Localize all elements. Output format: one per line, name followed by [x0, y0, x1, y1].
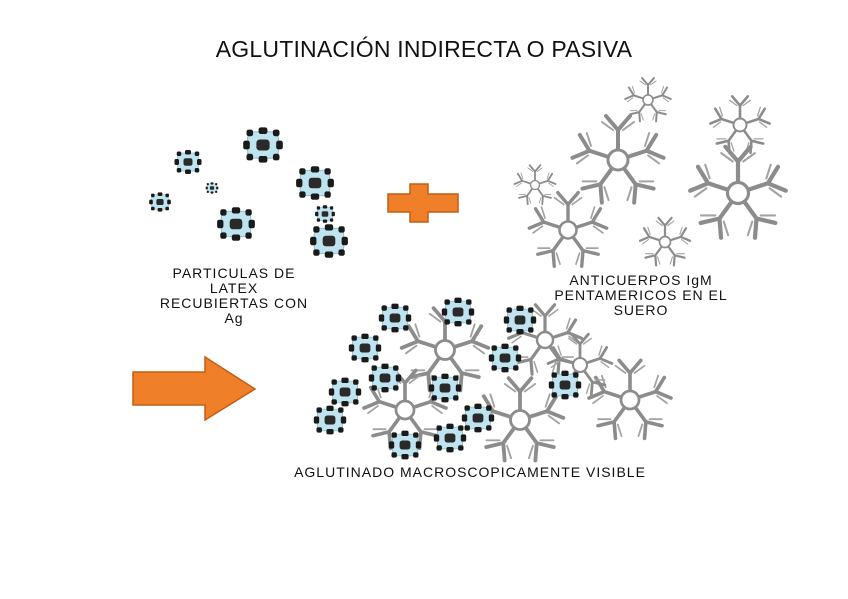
label-agglutinate: AGLUTINADO MACROSCOPICAMENTE VISIBLE — [294, 464, 646, 480]
agglutinate-group — [313, 297, 672, 463]
latex-particle-icon — [548, 370, 582, 400]
latex-particle-icon — [378, 303, 412, 333]
igm-pentamer-icon — [528, 193, 608, 269]
igm-pentamer-icon — [710, 96, 771, 154]
label-igm-antibodies: ANTICUERPOS IgM PENTAMERICOS EN EL SUERO — [554, 272, 728, 318]
latex-particle-icon — [328, 377, 362, 407]
igm-pentamer-icon — [588, 360, 672, 440]
latex-particle-icon — [388, 430, 422, 460]
latex-particle-icon — [309, 223, 349, 259]
igm-antibodies-group — [514, 78, 787, 268]
latex-particle-icon — [314, 204, 336, 224]
latex-particle-icon — [313, 405, 347, 435]
latex-particle-icon — [174, 149, 202, 175]
latex-particle-icon — [216, 206, 256, 242]
latex-particle-icon — [148, 192, 172, 212]
latex-particle-icon — [428, 373, 462, 403]
latex-particle-icon — [368, 363, 402, 393]
page-title: AGLUTINACIÓN INDIRECTA O PASIVA — [215, 36, 633, 62]
latex-particle-icon — [488, 343, 522, 373]
igm-pentamer-icon — [571, 116, 665, 205]
label-latex-particles: PARTICULAS DE LATEX RECUBIERTAS CON Ag — [159, 265, 309, 326]
latex-particle-icon — [461, 403, 495, 433]
arrow-right-icon — [132, 355, 257, 422]
latex-particles-group — [148, 126, 349, 259]
latex-particle-icon — [348, 333, 382, 363]
plus-icon — [387, 183, 459, 223]
latex-particle-icon — [205, 182, 219, 194]
igm-pentamer-icon — [639, 218, 690, 267]
latex-particle-icon — [295, 165, 335, 201]
igm-pentamer-icon — [689, 147, 787, 240]
latex-particle-icon — [441, 297, 475, 327]
latex-particle-icon — [242, 126, 284, 164]
igm-pentamer-icon — [514, 165, 556, 205]
latex-particle-icon — [433, 423, 467, 453]
